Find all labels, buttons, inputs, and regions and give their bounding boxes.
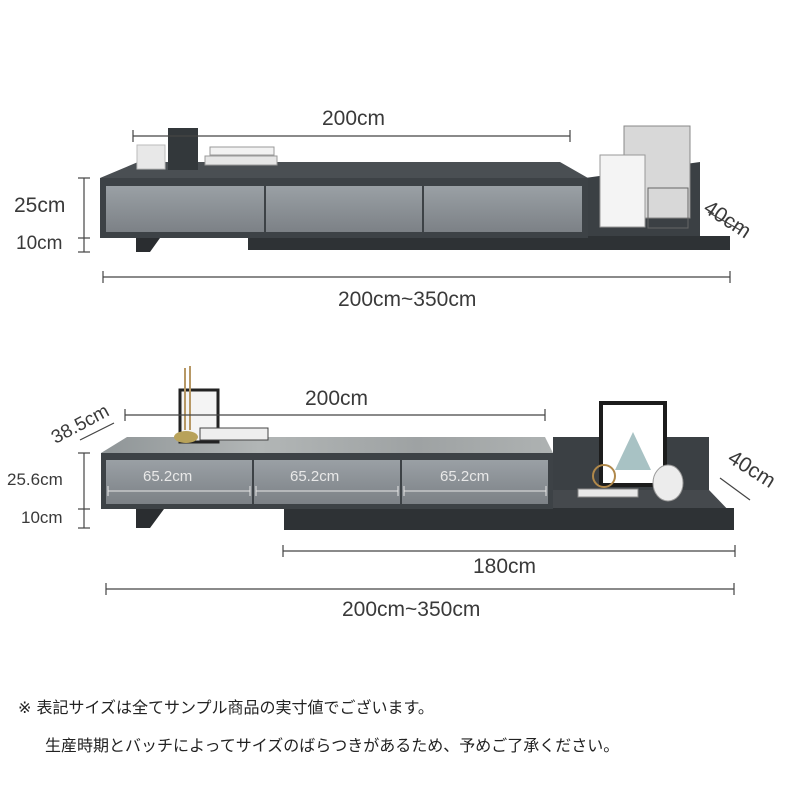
book-decor (199, 427, 269, 441)
fig2-height-label: 25.6cm (7, 470, 63, 489)
book-stack-decor (209, 146, 275, 156)
fig1-leg-label: 10cm (16, 233, 63, 254)
fig1-total-width-label: 200cm~350cm (338, 288, 477, 311)
magazine-rack-decor (599, 154, 646, 228)
fig2-top-width-label: 200cm (305, 387, 369, 410)
leg (136, 509, 164, 528)
drawer-width-indicators (107, 486, 547, 496)
diffuser-bottle-decor (174, 431, 198, 443)
cabinet-top (100, 162, 588, 178)
drawer-2 (254, 460, 400, 504)
book-stack-decor-2 (204, 155, 278, 166)
art-frame-content (615, 432, 651, 470)
tv-stand-top-view (100, 125, 730, 252)
drawer-3 (402, 460, 548, 504)
fig2-extension-label: 180cm (473, 555, 537, 578)
dark-vase-decor (168, 128, 198, 170)
drawer-3 (424, 186, 582, 232)
tv-stand-front-view (101, 366, 734, 530)
marble-top (101, 437, 553, 453)
fig1-height-label: 25cm (14, 194, 66, 217)
fig2-total-width-label: 200cm~350cm (342, 598, 481, 621)
drawer-1-width-label: 65.2cm (143, 468, 193, 485)
base-plinth (248, 236, 730, 250)
drawer-3-width-label: 65.2cm (440, 468, 490, 485)
white-vase-decor (652, 464, 684, 502)
drawer-1 (106, 460, 252, 504)
leg (136, 238, 160, 252)
fig2-dimension-lines (78, 409, 751, 595)
geometric-ornament-decor (592, 464, 616, 488)
drawer-2-width-label: 65.2cm (290, 468, 340, 485)
base-plinth (284, 508, 734, 530)
tray-decor (577, 488, 639, 498)
fig1-top-width-label: 200cm (322, 107, 386, 130)
fig1-dimension-lines (78, 130, 741, 283)
wire-basket-decor (647, 187, 689, 229)
white-box-decor (136, 144, 166, 170)
size-note-line-2: 生産時期とバッチによってサイズのばらつきがあるため、予めご了承ください。 (45, 736, 620, 755)
drawer-1 (106, 186, 264, 232)
fig2-leg-label: 10cm (21, 508, 63, 527)
drawer-2 (266, 186, 422, 232)
size-note-line-1: ※ 表記サイズは全てサンプル商品の実寸値でございます。 (18, 698, 434, 717)
